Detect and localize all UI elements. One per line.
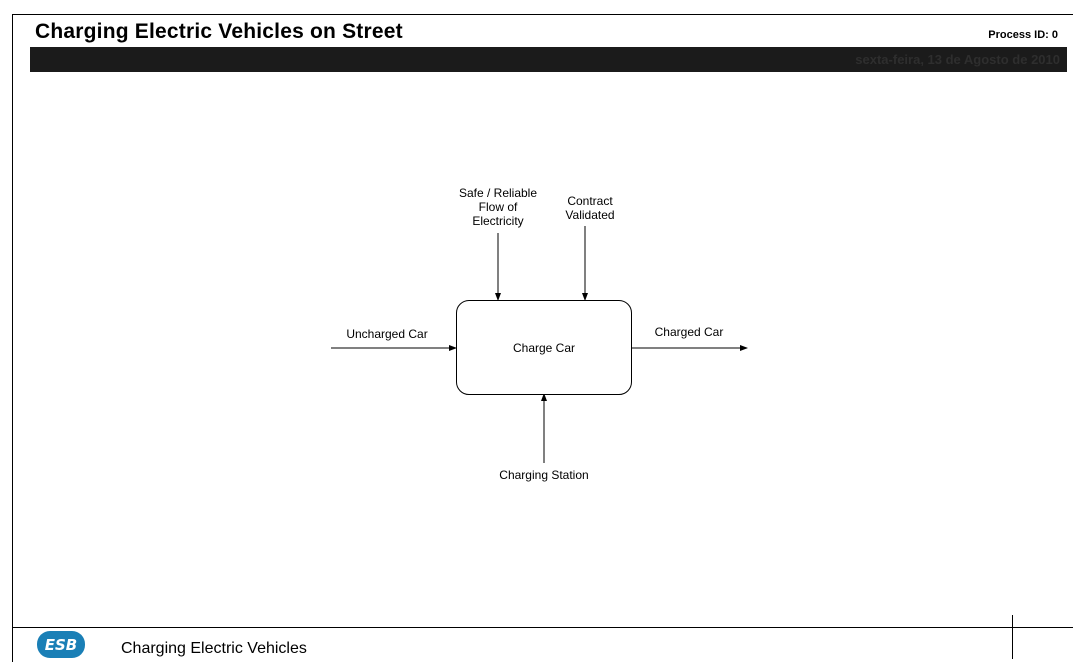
process-id: Process ID: 0 (988, 29, 1058, 41)
control-label-contract: Contract Validated (565, 194, 615, 222)
mechanism-label: Charging Station (499, 468, 589, 482)
footer-divider (12, 627, 1073, 628)
output-label: Charged Car (654, 325, 724, 339)
frame-left-border (12, 14, 13, 662)
footer-title: Charging Electric Vehicles (121, 640, 307, 657)
activity-label: Charge Car (512, 340, 576, 355)
header-bar: sexta-feira, 13 de Agosto de 2010 (30, 47, 1067, 72)
frame-top-border (12, 14, 1073, 15)
footer-vertical-divider (1012, 615, 1013, 659)
control-label-safe-flow: Safe / Reliable Flow of Electricity (458, 186, 538, 228)
esb-logo: ESB (37, 631, 85, 658)
page-title: Charging Electric Vehicles on Street (35, 20, 403, 43)
date-text: sexta-feira, 13 de Agosto de 2010 (855, 52, 1060, 67)
logo-text: ESB (44, 635, 78, 654)
activity-box[interactable]: Charge Car (456, 300, 632, 395)
input-label: Uncharged Car (346, 327, 428, 341)
